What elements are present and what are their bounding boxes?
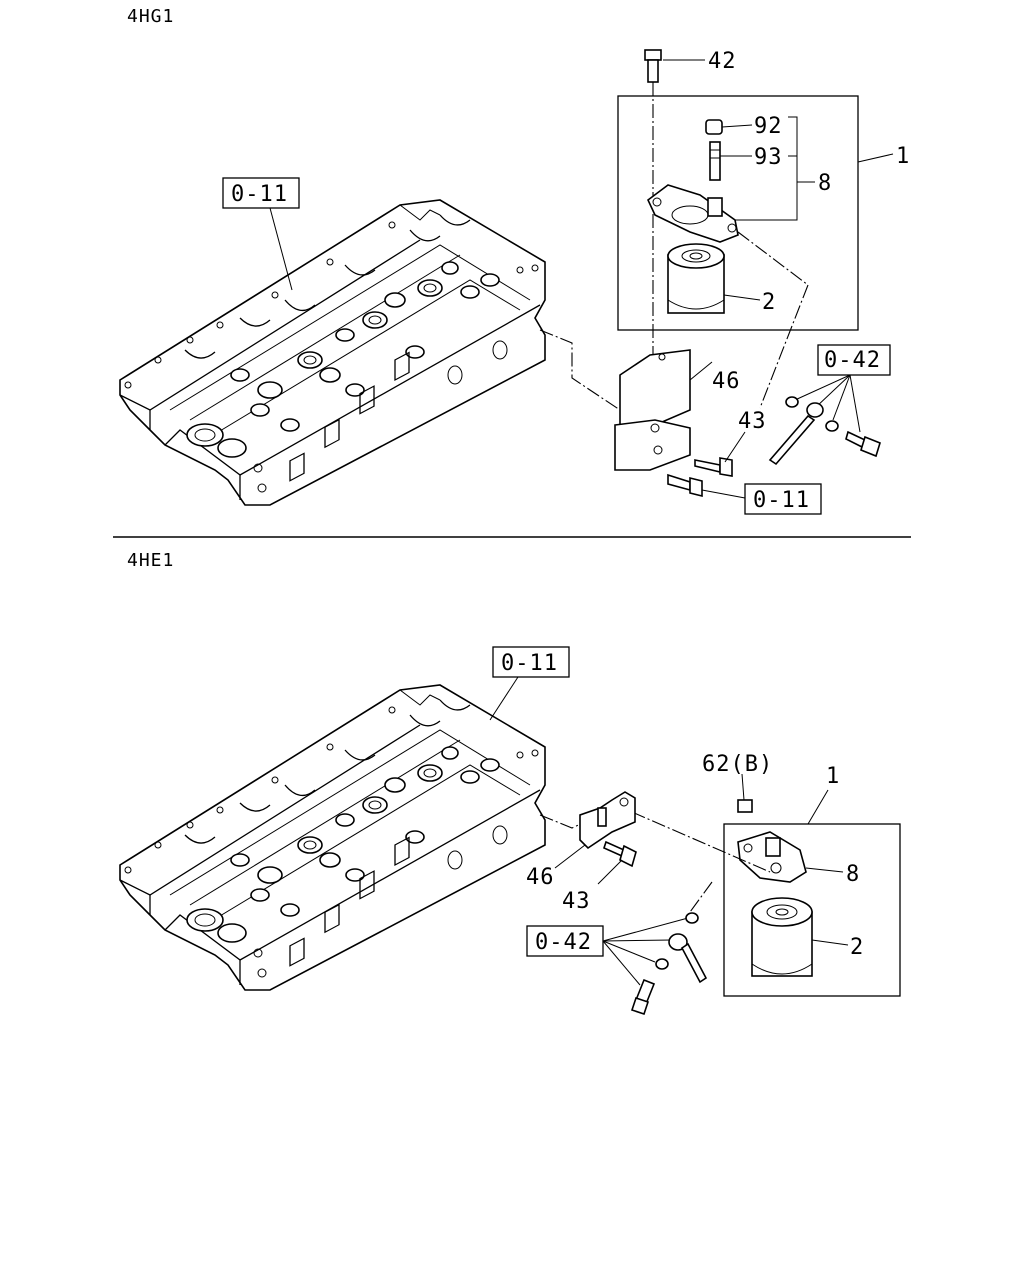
- ref-box-pipe: [817, 344, 891, 376]
- label-filter-2: 2: [850, 935, 864, 960]
- label-bolt-top: 42: [708, 49, 737, 74]
- label-cap: 92: [754, 114, 783, 139]
- filter-assembly-box: [617, 95, 859, 331]
- ref-box-head: [222, 177, 300, 209]
- label-ref-head: 0-11: [231, 182, 288, 207]
- filter-head-icon: [647, 184, 739, 243]
- bracket-icon-2: [579, 791, 636, 850]
- section-4he1: 4HE1 0-11 62(B) 1 8: [119, 550, 901, 1016]
- filter-head-icon-2: [737, 831, 807, 883]
- bracket-bolt-icon-2: [603, 840, 637, 868]
- label-filter: 2: [762, 290, 776, 315]
- ref-box-head-2: [492, 646, 570, 678]
- section-4hg1: 4HG1 0-11 42 1 92 93: [119, 6, 910, 515]
- eye-bolt-icon-2: [668, 933, 708, 984]
- label-nut: 62(B): [702, 752, 773, 777]
- label-ref-pipe: 0-42: [824, 348, 881, 373]
- lower-bolt-icon: [667, 473, 703, 498]
- ref-box-bolt: [744, 483, 822, 515]
- cylinder-head-drawing: [119, 199, 546, 506]
- label-bracket-2: 46: [526, 865, 555, 890]
- washer-icon: [785, 396, 839, 432]
- bolt-icon: [644, 49, 662, 83]
- cylinder-head-drawing-2: [119, 684, 546, 991]
- label-fitting: 93: [754, 145, 783, 170]
- cap-icon: [705, 119, 723, 135]
- engine-label-4he1: 4HE1: [127, 550, 174, 571]
- label-bracket-bolt: 43: [738, 409, 767, 434]
- label-assembly: 1: [896, 144, 910, 169]
- bracket-icon: [614, 349, 691, 471]
- nut-icon: [737, 799, 753, 813]
- label-head-assy: 8: [818, 171, 832, 196]
- label-ref-pipe-2: 0-42: [535, 930, 592, 955]
- bracket-bolt-icon: [694, 457, 733, 477]
- eye-bolt-icon: [768, 402, 824, 466]
- label-ref-head-2: 0-11: [501, 651, 558, 676]
- label-bracket: 46: [712, 369, 741, 394]
- label-assembly-2: 1: [826, 764, 840, 789]
- engine-label-4hg1: 4HG1: [127, 6, 174, 27]
- fitting-icon: [709, 141, 721, 181]
- hex-bolt-icon-2: [630, 978, 656, 1016]
- label-head-assy-2: 8: [846, 862, 860, 887]
- label-ref-bolt: 0-11: [753, 488, 810, 513]
- hex-bolt-icon: [845, 430, 881, 458]
- label-bracket-bolt-2: 43: [562, 889, 591, 914]
- filter-assembly-box-2: [723, 823, 901, 997]
- filter-icon-2: [751, 897, 813, 977]
- filter-icon: [667, 243, 725, 314]
- washer-icon-2: [655, 912, 699, 970]
